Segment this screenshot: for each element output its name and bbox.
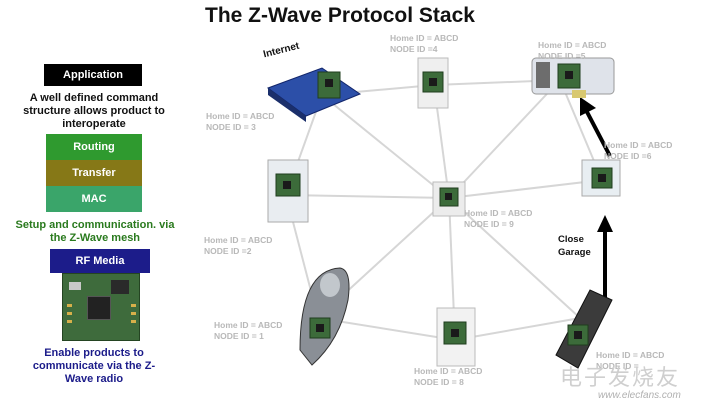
thermostat-icon <box>267 159 309 223</box>
watermark-url: www.elecfans.com <box>598 390 681 401</box>
garage-sensor-icon <box>581 159 621 197</box>
application-description: A well defined command structure allows … <box>23 92 165 130</box>
rf-media-layer: RF Media <box>50 249 150 273</box>
mac-layer: MAC <box>46 186 142 212</box>
light-switch-icon <box>436 307 476 367</box>
antenna-chip-icon <box>111 280 129 294</box>
zwave-module-image <box>62 273 140 341</box>
diagram-title: The Z-Wave Protocol Stack <box>205 4 475 27</box>
watermark-logo: 电子发烧友 <box>560 365 681 390</box>
router-icon <box>266 67 362 122</box>
handheld-remote-icon <box>555 289 613 369</box>
arrow-diagonal-icon <box>580 97 612 157</box>
transfer-layer: Transfer <box>46 160 142 186</box>
routing-layer: Routing <box>46 134 142 160</box>
crystal-icon <box>69 282 81 290</box>
garage-opener-icon <box>531 57 615 98</box>
arrow-up-icon <box>597 215 613 308</box>
wall-switch-icon <box>417 57 449 109</box>
mac-description: Setup and communication. via the Z-Wave … <box>15 219 175 244</box>
rf-description: Enable products to communicate via the Z… <box>32 347 156 385</box>
application-layer: Application <box>44 64 142 86</box>
radio-chip-icon <box>87 296 111 320</box>
remote-control-icon <box>299 267 350 366</box>
close-garage-label: Close Garage <box>558 234 591 258</box>
central-controller-icon <box>432 181 466 217</box>
